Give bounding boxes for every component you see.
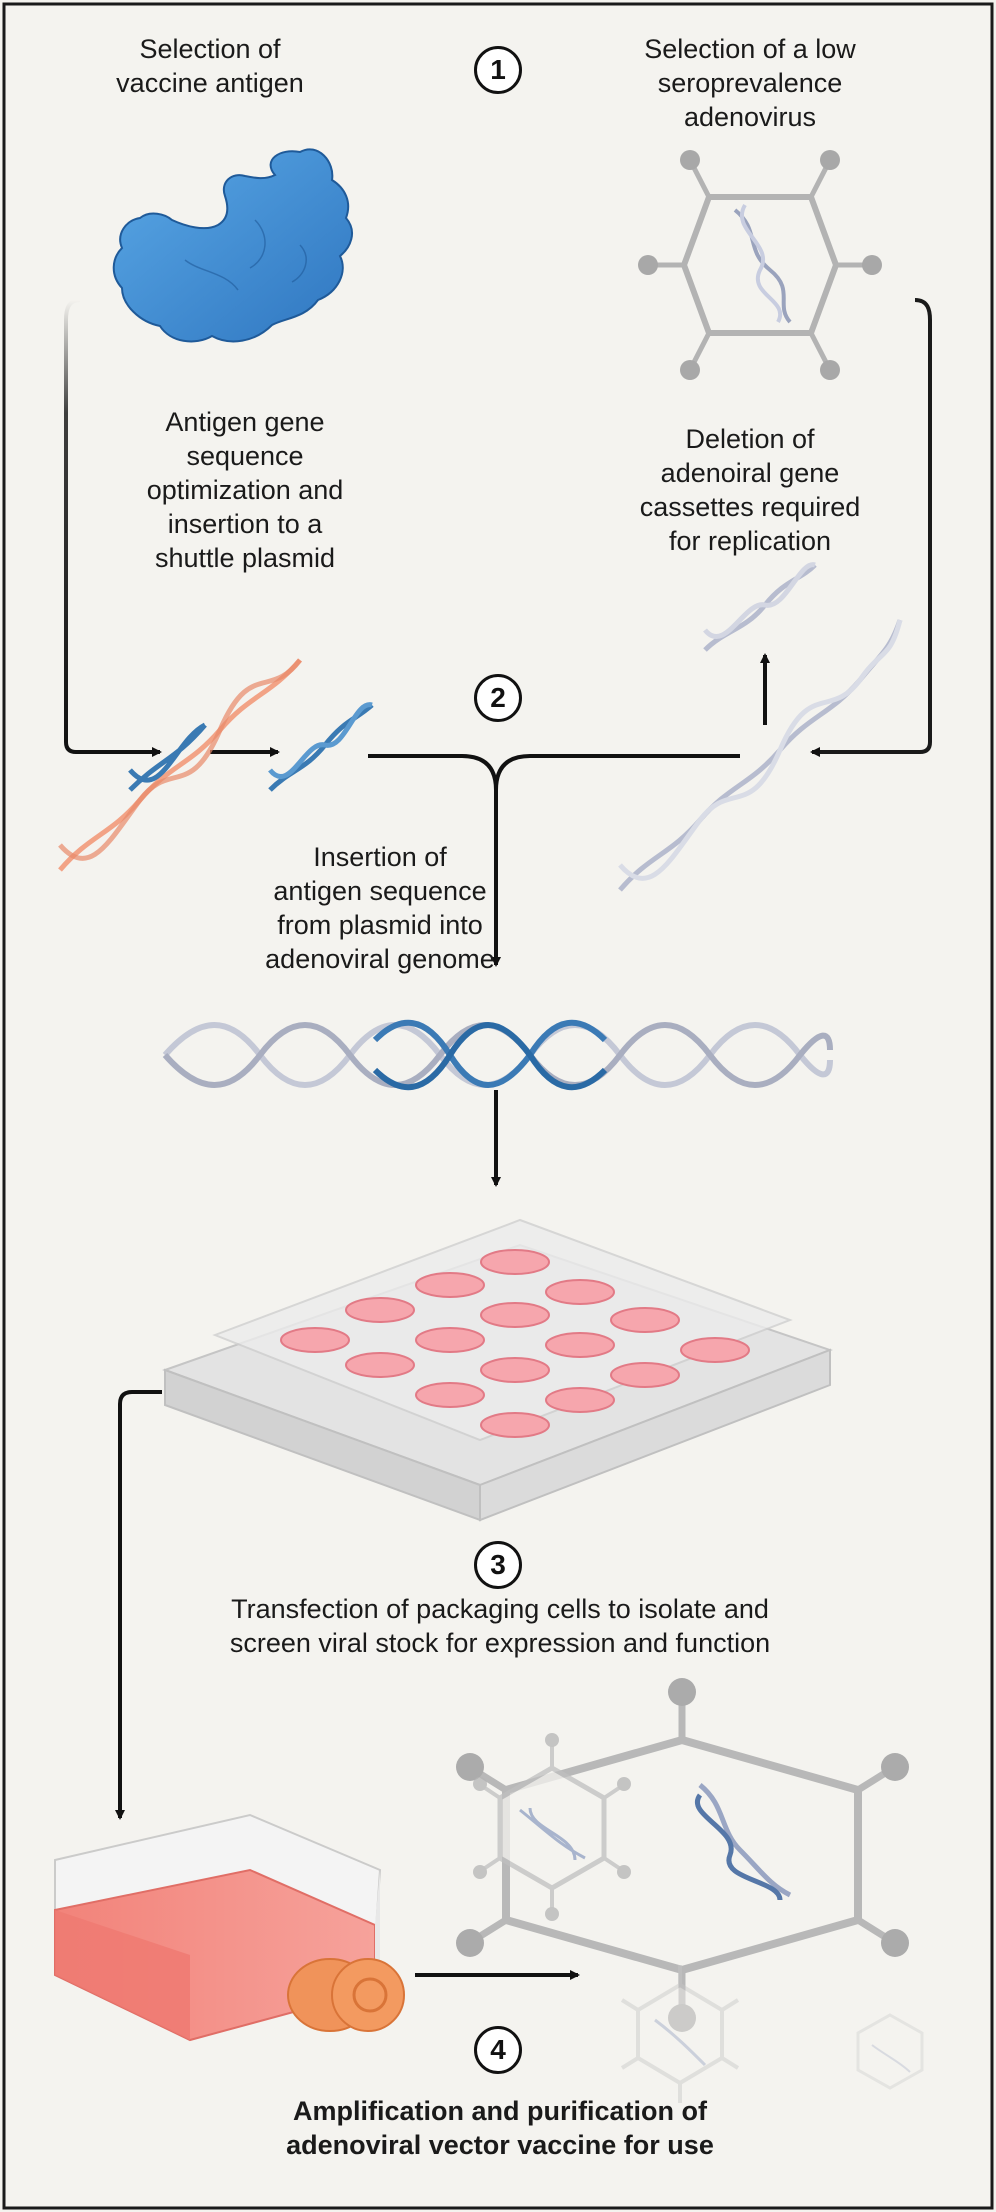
label-insertion-antigen-line1: Insertion of — [313, 842, 447, 872]
step-badge-3: 3 — [474, 1541, 522, 1589]
step-badge-2: 2 — [474, 674, 522, 722]
recombinant-genome-helix — [162, 1019, 833, 1091]
label-antigen-optimization-line3: optimization and — [146, 475, 344, 505]
label-amplification-line1: Amplification and purification of — [293, 2096, 707, 2126]
label-insertion-antigen-line3: from plasmid into — [277, 910, 483, 940]
label-selection-adenovirus-line3: adenovirus — [683, 102, 817, 132]
adenovirus-icon-small-left — [473, 1733, 631, 1921]
label-selection-adenovirus-line1: Selection of a low — [644, 34, 856, 64]
label-selection-adenovirus-line2: seroprevalence — [657, 68, 843, 98]
label-deletion-cassettes-line4: for replication — [668, 526, 832, 556]
label-selection-antigen: Selection of vaccine antigen — [70, 32, 350, 100]
flask-cap — [287, 1958, 405, 2032]
label-insertion-antigen: Insertion of antigen sequence from plasm… — [230, 840, 530, 976]
adenoviral-genome-helix-right — [618, 562, 903, 892]
flow-lines-top — [64, 298, 932, 1187]
label-selection-antigen-line1: Selection of — [139, 34, 281, 64]
label-insertion-antigen-line4: adenoviral genome — [265, 944, 495, 974]
label-deletion-cassettes-line2: adenoiral gene — [660, 458, 840, 488]
label-deletion-cassettes-line1: Deletion of — [685, 424, 815, 454]
label-amplification-line2: adenoviral vector vaccine for use — [286, 2130, 714, 2160]
label-selection-antigen-line2: vaccine antigen — [116, 68, 304, 98]
multiwell-plate — [162, 1218, 833, 1522]
label-antigen-optimization-line4: insertion to a — [167, 509, 323, 539]
culture-flask — [54, 1813, 405, 2042]
adenovirus-icon-faint-right — [856, 2013, 924, 2090]
label-antigen-optimization-line5: shuttle plasmid — [154, 543, 336, 573]
label-selection-adenovirus: Selection of a low seroprevalence adenov… — [590, 32, 910, 134]
label-antigen-optimization-line2: sequence — [186, 441, 304, 471]
label-deletion-cassettes: Deletion of adenoiral gene cassettes req… — [600, 422, 900, 558]
plasmid-helix-left — [58, 658, 302, 872]
label-transfection-line1: Transfection of packaging cells to isola… — [231, 1594, 769, 1624]
flow-line-plate-to-flask — [115, 1390, 162, 1820]
label-antigen-optimization: Antigen gene sequence optimization and i… — [95, 405, 395, 575]
label-deletion-cassettes-line3: cassettes required — [639, 492, 861, 522]
adenovirus-icon-faint-bottom — [620, 1965, 740, 2103]
label-amplification: Amplification and purification of adenov… — [200, 2094, 800, 2162]
label-insertion-antigen-line2: antigen sequence — [273, 876, 487, 906]
antigen-insert-helix — [268, 702, 374, 792]
antigen-protein-shape — [112, 148, 354, 343]
label-antigen-optimization-line1: Antigen gene — [165, 407, 325, 437]
step-badge-4: 4 — [474, 2026, 522, 2074]
step-badge-1: 1 — [474, 46, 522, 94]
label-transfection-line2: screen viral stock for expression and fu… — [229, 1628, 771, 1658]
adenovirus-icon-top — [638, 150, 882, 380]
label-transfection: Transfection of packaging cells to isola… — [140, 1592, 860, 1660]
